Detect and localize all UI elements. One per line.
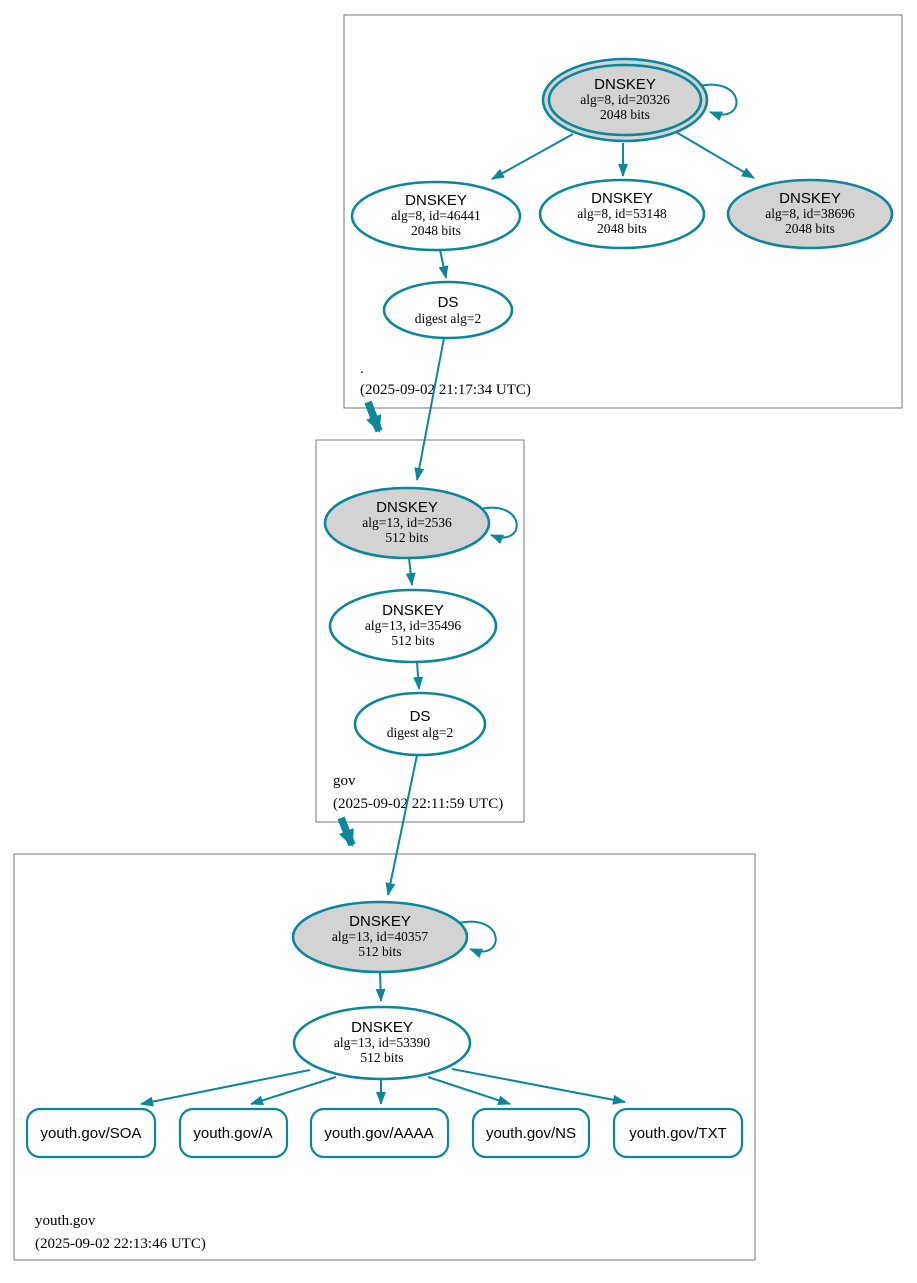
node-detail: alg=13, id=53390 <box>334 1035 430 1050</box>
node-rrset-youth-gov-soa[interactable]: youth.gov/SOA <box>25 1107 157 1159</box>
node-title: DNSKEY <box>349 913 411 930</box>
edge-gov-ksk-to-dnskey-35496 <box>405 557 416 586</box>
node-gov-ds-youth[interactable]: DS digest alg=2 <box>353 691 487 757</box>
zone-youth-gov: DNSKEY alg=13, id=40357 512 bits DNSKEY … <box>13 853 756 1261</box>
rrset-label: youth.gov/TXT <box>629 1125 727 1142</box>
edge-root-ksk-to-dnskey-38696 <box>675 131 755 179</box>
node-detail: alg=13, id=2536 <box>362 515 452 530</box>
zone-gov-timestamp: (2025-09-02 22:11:59 UTC) <box>333 796 503 812</box>
zone-root-name: . <box>360 361 364 377</box>
edge-dnskey-53390-to-soa <box>140 1069 311 1107</box>
node-title: DNSKEY <box>376 499 438 516</box>
edge-dnskey-35496-to-ds <box>413 661 424 690</box>
edge-root-ds-to-gov-ksk <box>414 337 445 481</box>
zone-root-border <box>343 14 903 409</box>
zone-root-timestamp: (2025-09-02 21:17:34 UTC) <box>360 382 531 398</box>
node-title: DNSKEY <box>779 190 841 207</box>
node-title: DS <box>410 708 431 725</box>
node-youth-dnskey-53390[interactable]: DNSKEY alg=13, id=53390 512 bits <box>292 1005 472 1081</box>
self-loop-gov-ksk <box>479 506 518 544</box>
rrset-label: youth.gov/NS <box>486 1125 576 1142</box>
node-detail: alg=8, id=46441 <box>391 208 480 223</box>
node-detail: digest alg=2 <box>387 725 453 740</box>
node-title: DNSKEY <box>405 192 467 209</box>
node-youth-dnskey-40357[interactable]: DNSKEY alg=13, id=40357 512 bits <box>291 900 497 974</box>
inter-zone-edges <box>337 337 445 896</box>
node-gov-dnskey-2536[interactable]: DNSKEY alg=13, id=2536 512 bits <box>323 486 518 560</box>
node-detail: digest alg=2 <box>415 311 481 326</box>
self-loop-root-ksk <box>698 83 738 121</box>
node-detail: alg=13, id=40357 <box>332 929 428 944</box>
node-root-dnskey-53148[interactable]: DNSKEY alg=8, id=53148 2048 bits <box>538 178 706 250</box>
zone-gov-border <box>315 439 525 823</box>
node-bits: 2048 bits <box>411 223 461 238</box>
node-detail: alg=8, id=20326 <box>580 92 670 107</box>
node-title: DNSKEY <box>591 190 653 207</box>
node-rrset-youth-gov-aaaa[interactable]: youth.gov/AAAA <box>309 1107 450 1159</box>
node-title: DNSKEY <box>382 602 444 619</box>
node-gov-dnskey-35496[interactable]: DNSKEY alg=13, id=35496 512 bits <box>328 588 498 664</box>
node-title: DNSKEY <box>351 1019 413 1036</box>
edge-gov-ds-to-youth-ksk <box>385 754 418 896</box>
node-bits: 512 bits <box>385 530 428 545</box>
edge-dnskey-46441-to-ds <box>438 249 449 279</box>
edge-delegation-gov-to-youth <box>337 816 356 847</box>
node-bits: 512 bits <box>391 633 434 648</box>
node-root-dnskey-38696[interactable]: DNSKEY alg=8, id=38696 2048 bits <box>726 178 894 250</box>
edge-dnskey-53390-to-a <box>250 1076 337 1106</box>
node-detail: alg=8, id=38696 <box>765 206 855 221</box>
edge-youth-ksk-to-dnskey-53390 <box>375 971 386 1002</box>
zone-gov-name: gov <box>333 773 356 789</box>
node-bits: 512 bits <box>360 1050 403 1065</box>
node-title: DNSKEY <box>594 76 656 93</box>
node-title: DS <box>438 294 459 311</box>
edge-delegation-root-to-gov <box>364 400 383 433</box>
edge-dnskey-53390-to-ns <box>427 1076 511 1105</box>
node-root-ds-gov[interactable]: DS digest alg=2 <box>382 280 514 340</box>
node-bits: 512 bits <box>358 944 401 959</box>
node-detail: alg=8, id=53148 <box>577 206 667 221</box>
rrset-label: youth.gov/SOA <box>41 1125 142 1142</box>
zone-root: DNSKEY alg=8, id=20326 2048 bits DNSKEY … <box>343 14 903 409</box>
edge-root-ksk-to-dnskey-46441 <box>491 133 574 180</box>
rrset-label: youth.gov/A <box>193 1125 272 1142</box>
node-bits: 2048 bits <box>785 221 835 236</box>
node-rrset-youth-gov-a[interactable]: youth.gov/A <box>178 1107 289 1159</box>
zone-youth-gov-border <box>13 853 756 1261</box>
node-root-dnskey-20326[interactable]: DNSKEY alg=8, id=20326 2048 bits <box>541 57 738 143</box>
node-bits: 2048 bits <box>597 221 647 236</box>
zone-gov: DNSKEY alg=13, id=2536 512 bits DNSKEY a… <box>315 439 525 823</box>
edge-dnskey-53390-to-txt <box>451 1068 626 1105</box>
rrset-label: youth.gov/AAAA <box>324 1125 433 1142</box>
node-root-dnskey-46441[interactable]: DNSKEY alg=8, id=46441 2048 bits <box>350 180 522 252</box>
node-rrset-youth-gov-ns[interactable]: youth.gov/NS <box>471 1107 591 1159</box>
node-detail: alg=13, id=35496 <box>365 618 461 633</box>
self-loop-youth-ksk <box>458 920 497 958</box>
zone-youth-gov-name: youth.gov <box>35 1213 96 1229</box>
zone-youth-gov-timestamp: (2025-09-02 22:13:46 UTC) <box>35 1236 206 1252</box>
node-bits: 2048 bits <box>600 107 650 122</box>
node-rrset-youth-gov-txt[interactable]: youth.gov/TXT <box>612 1107 744 1159</box>
